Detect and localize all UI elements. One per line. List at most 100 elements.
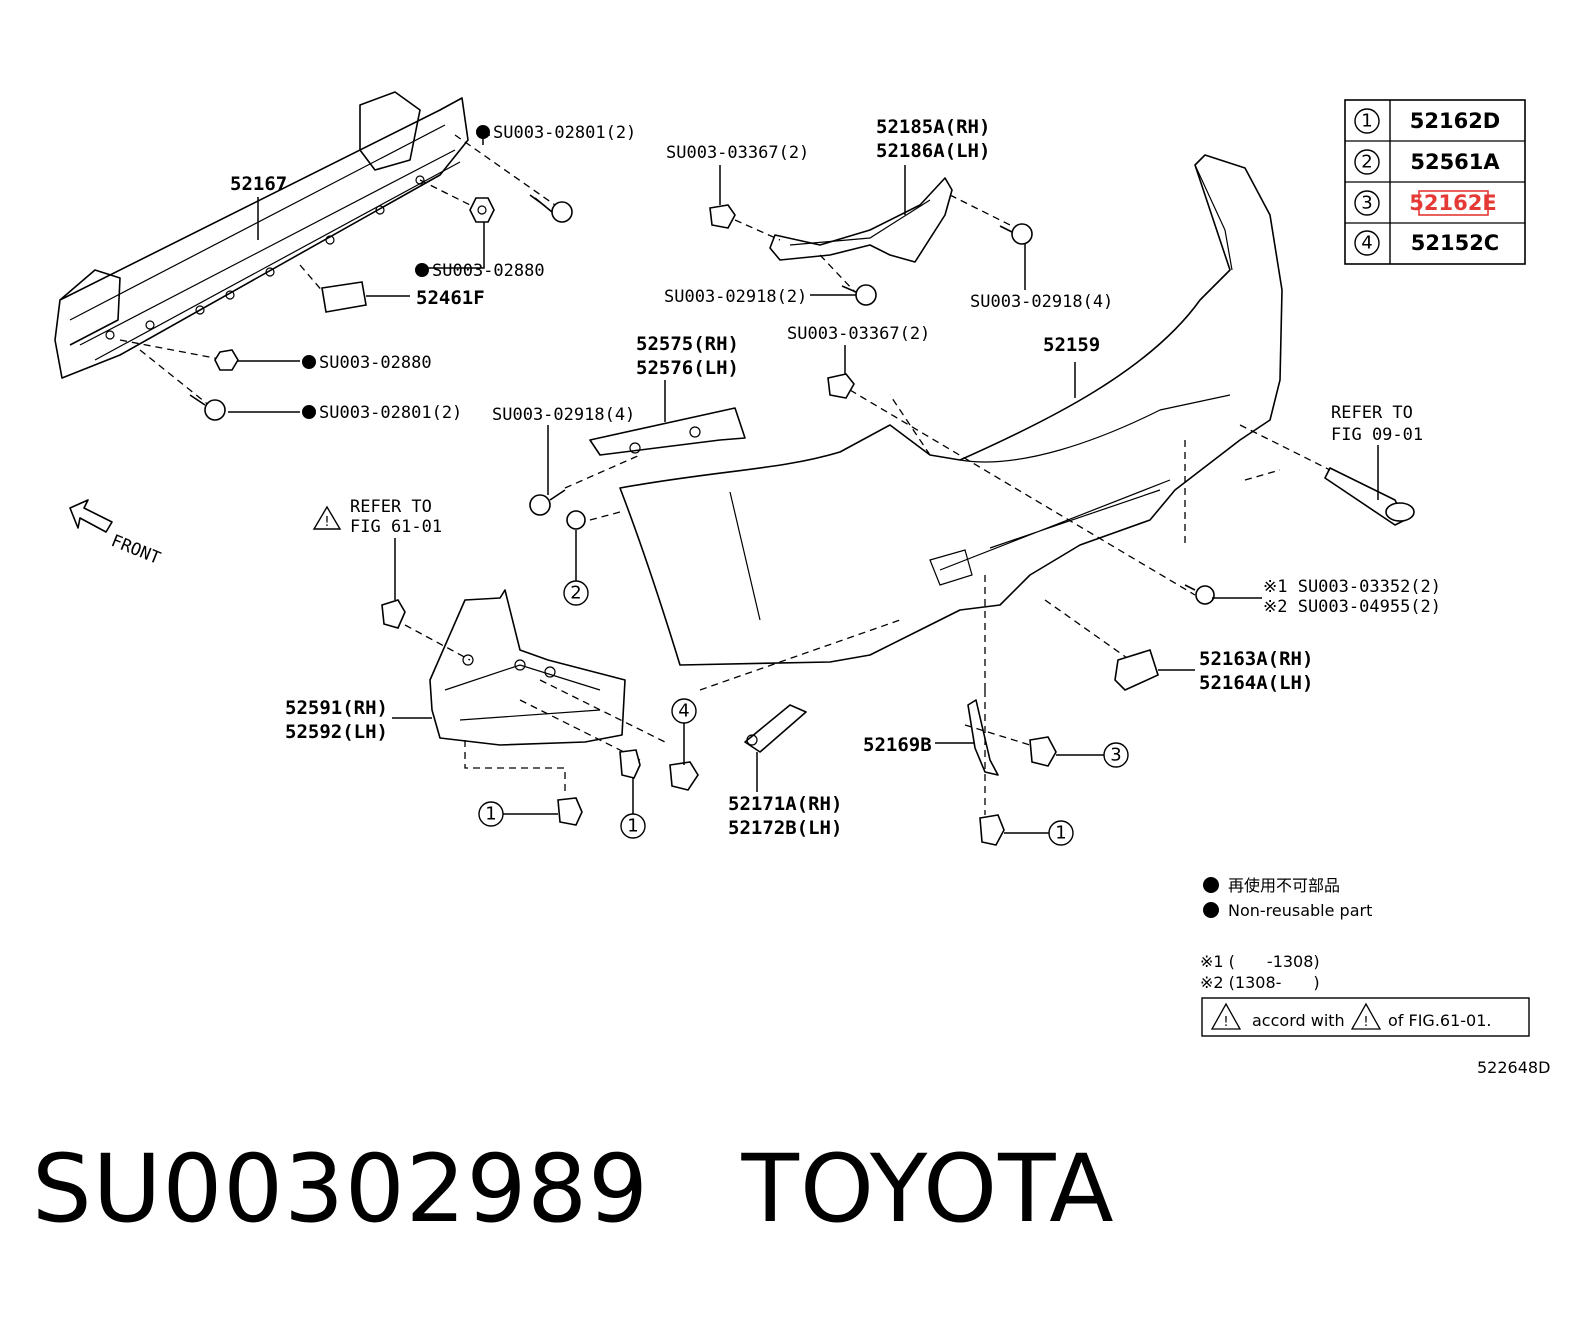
label-52576: 52576(LH) bbox=[636, 357, 739, 379]
legend-table: 1 52162D 2 52561A 3 52162E 4 52152C bbox=[1344, 99, 1526, 265]
label-52185a: 52185A(RH) bbox=[876, 116, 990, 138]
bumper-cover-52159 bbox=[619, 154, 1283, 666]
note-accord-a: accord with bbox=[1252, 1011, 1345, 1030]
side-bracket-52185a bbox=[769, 177, 953, 263]
label-su003-02801-top: SU003-02801(2) bbox=[493, 123, 636, 143]
svg-text:1: 1 bbox=[1055, 823, 1066, 844]
circled-callout-4: 4 bbox=[671, 698, 697, 724]
svg-text:!: ! bbox=[1223, 1015, 1228, 1030]
nonreusable-dot bbox=[1203, 902, 1219, 918]
screw-su003-02918-4-left bbox=[529, 489, 566, 516]
label-52172b: 52172B(LH) bbox=[728, 817, 842, 839]
legend-row: 2 52561A bbox=[1354, 149, 1500, 175]
screw-su003-03352 bbox=[1184, 584, 1215, 605]
label-52169b: 52169B bbox=[863, 734, 932, 756]
highlight-box bbox=[1418, 190, 1489, 216]
nonreusable-dot bbox=[1203, 877, 1219, 893]
clip-bottom-1b bbox=[619, 749, 641, 779]
label-su003-03367-top: SU003-03367(2) bbox=[666, 143, 809, 163]
label-su003-03367-mid: SU003-03367(2) bbox=[787, 324, 930, 344]
clip-bottom-4 bbox=[669, 761, 699, 791]
label-52186a: 52186A(LH) bbox=[876, 140, 990, 162]
label-su003-02918-4-right: SU003-02918(4) bbox=[970, 292, 1113, 312]
svg-text:52162E: 52162E bbox=[1409, 191, 1496, 215]
circled-callout-1: 1 bbox=[478, 801, 504, 827]
bumper-reinforcement-52167 bbox=[54, 91, 469, 379]
label-52167: 52167 bbox=[230, 173, 287, 195]
label-su003-02880-top: SU003-02880 bbox=[432, 261, 545, 281]
svg-text:3: 3 bbox=[1361, 193, 1372, 214]
circled-callout-1: 1 bbox=[620, 813, 646, 839]
notes: 再使用不可部品 Non-reusable part ※1 ( -1308) ※2… bbox=[1200, 876, 1550, 1077]
warning-icon: ! bbox=[1350, 1002, 1382, 1030]
label-su003-03352: ※1 SU003-03352(2) bbox=[1263, 577, 1441, 597]
label-refer-09-a: REFER TO bbox=[1331, 403, 1413, 423]
svg-text:2: 2 bbox=[570, 583, 581, 604]
label-52159: 52159 bbox=[1043, 334, 1100, 356]
nonreusable-dot bbox=[476, 125, 490, 139]
svg-text:52561A: 52561A bbox=[1410, 150, 1500, 174]
bracket-52169b bbox=[967, 699, 999, 776]
label-su003-02880-mid: SU003-02880 bbox=[319, 353, 432, 373]
clip-bottom-1a bbox=[557, 797, 583, 826]
label-su003-02918-4-left: SU003-02918(4) bbox=[492, 405, 635, 425]
label-su003-02918-2: SU003-02918(2) bbox=[664, 287, 807, 307]
front-arrow-icon bbox=[69, 499, 113, 533]
legend-row: 4 52152C bbox=[1354, 230, 1499, 256]
side-retainer-52575 bbox=[589, 407, 746, 456]
reflector-52163a bbox=[1114, 648, 1159, 691]
svg-text:!: ! bbox=[1363, 1015, 1368, 1030]
nonreusable-dot bbox=[415, 263, 429, 277]
svg-text:2: 2 bbox=[1361, 152, 1372, 173]
bracket-52171a bbox=[744, 704, 807, 753]
label-52592: 52592(LH) bbox=[285, 721, 388, 743]
tow-hook bbox=[1324, 467, 1415, 526]
circled-callout-1: 1 bbox=[1048, 820, 1074, 846]
label-52163a: 52163A(RH) bbox=[1199, 648, 1313, 670]
pad-52461f bbox=[321, 281, 367, 313]
label-52591: 52591(RH) bbox=[285, 697, 388, 719]
svg-text:4: 4 bbox=[678, 701, 689, 722]
svg-text:1: 1 bbox=[1361, 111, 1372, 132]
label-su003-04955: ※2 SU003-04955(2) bbox=[1263, 597, 1441, 617]
label-refer-09-b: FIG 09-01 bbox=[1331, 425, 1423, 445]
label-su003-02801-mid: SU003-02801(2) bbox=[319, 403, 462, 423]
label-52171a: 52171A(RH) bbox=[728, 793, 842, 815]
svg-text:52162D: 52162D bbox=[1410, 109, 1501, 133]
bolt-su003-02801-top bbox=[529, 194, 573, 223]
part-caption: SU00302989 TOYOTA bbox=[32, 1135, 1115, 1244]
note-nonreusable-en: Non-reusable part bbox=[1228, 901, 1372, 920]
leader-lines bbox=[228, 134, 1379, 834]
label-refer-61-b: FIG 61-01 bbox=[350, 517, 442, 537]
label-refer-61-a: REFER TO bbox=[350, 497, 432, 517]
nonreusable-dot bbox=[302, 405, 316, 419]
splash-shield-52591 bbox=[429, 589, 626, 746]
label-52164a: 52164A(LH) bbox=[1199, 672, 1313, 694]
clip-refer-61 bbox=[381, 599, 406, 629]
svg-text:1: 1 bbox=[485, 804, 496, 825]
screw-su003-02918-4-right bbox=[999, 223, 1033, 245]
svg-text:3: 3 bbox=[1110, 745, 1121, 766]
note-2: ※2 (1308- ) bbox=[1200, 973, 1320, 992]
label-52461f: 52461F bbox=[416, 287, 485, 309]
label-52575: 52575(RH) bbox=[636, 333, 739, 355]
circled-callout-2: 2 bbox=[563, 580, 589, 606]
warning-icon: ! bbox=[1210, 1002, 1242, 1030]
clip-su003-03367-top bbox=[709, 204, 736, 229]
nonreusable-dot bbox=[302, 355, 316, 369]
clip-bottom-3 bbox=[1029, 736, 1057, 767]
svg-text:!: ! bbox=[324, 515, 329, 530]
clip-bottom-1c bbox=[979, 814, 1005, 846]
clip-callout-2 bbox=[566, 510, 586, 530]
svg-text:52152C: 52152C bbox=[1411, 231, 1499, 255]
label-front: FRONT bbox=[108, 531, 163, 569]
clip-su003-03367-mid bbox=[827, 373, 855, 399]
legend-row-highlighted: 3 52162E bbox=[1354, 190, 1497, 216]
svg-text:1: 1 bbox=[627, 816, 638, 837]
note-accord-b: of FIG.61-01. bbox=[1388, 1011, 1492, 1030]
bolt-su003-02801-mid bbox=[189, 394, 226, 421]
note-nonreusable-jp: 再使用不可部品 bbox=[1228, 876, 1340, 895]
nut-su003-02880-mid bbox=[214, 349, 239, 371]
circled-callout-3: 3 bbox=[1103, 742, 1129, 768]
nut-su003-02880-top bbox=[469, 197, 495, 223]
